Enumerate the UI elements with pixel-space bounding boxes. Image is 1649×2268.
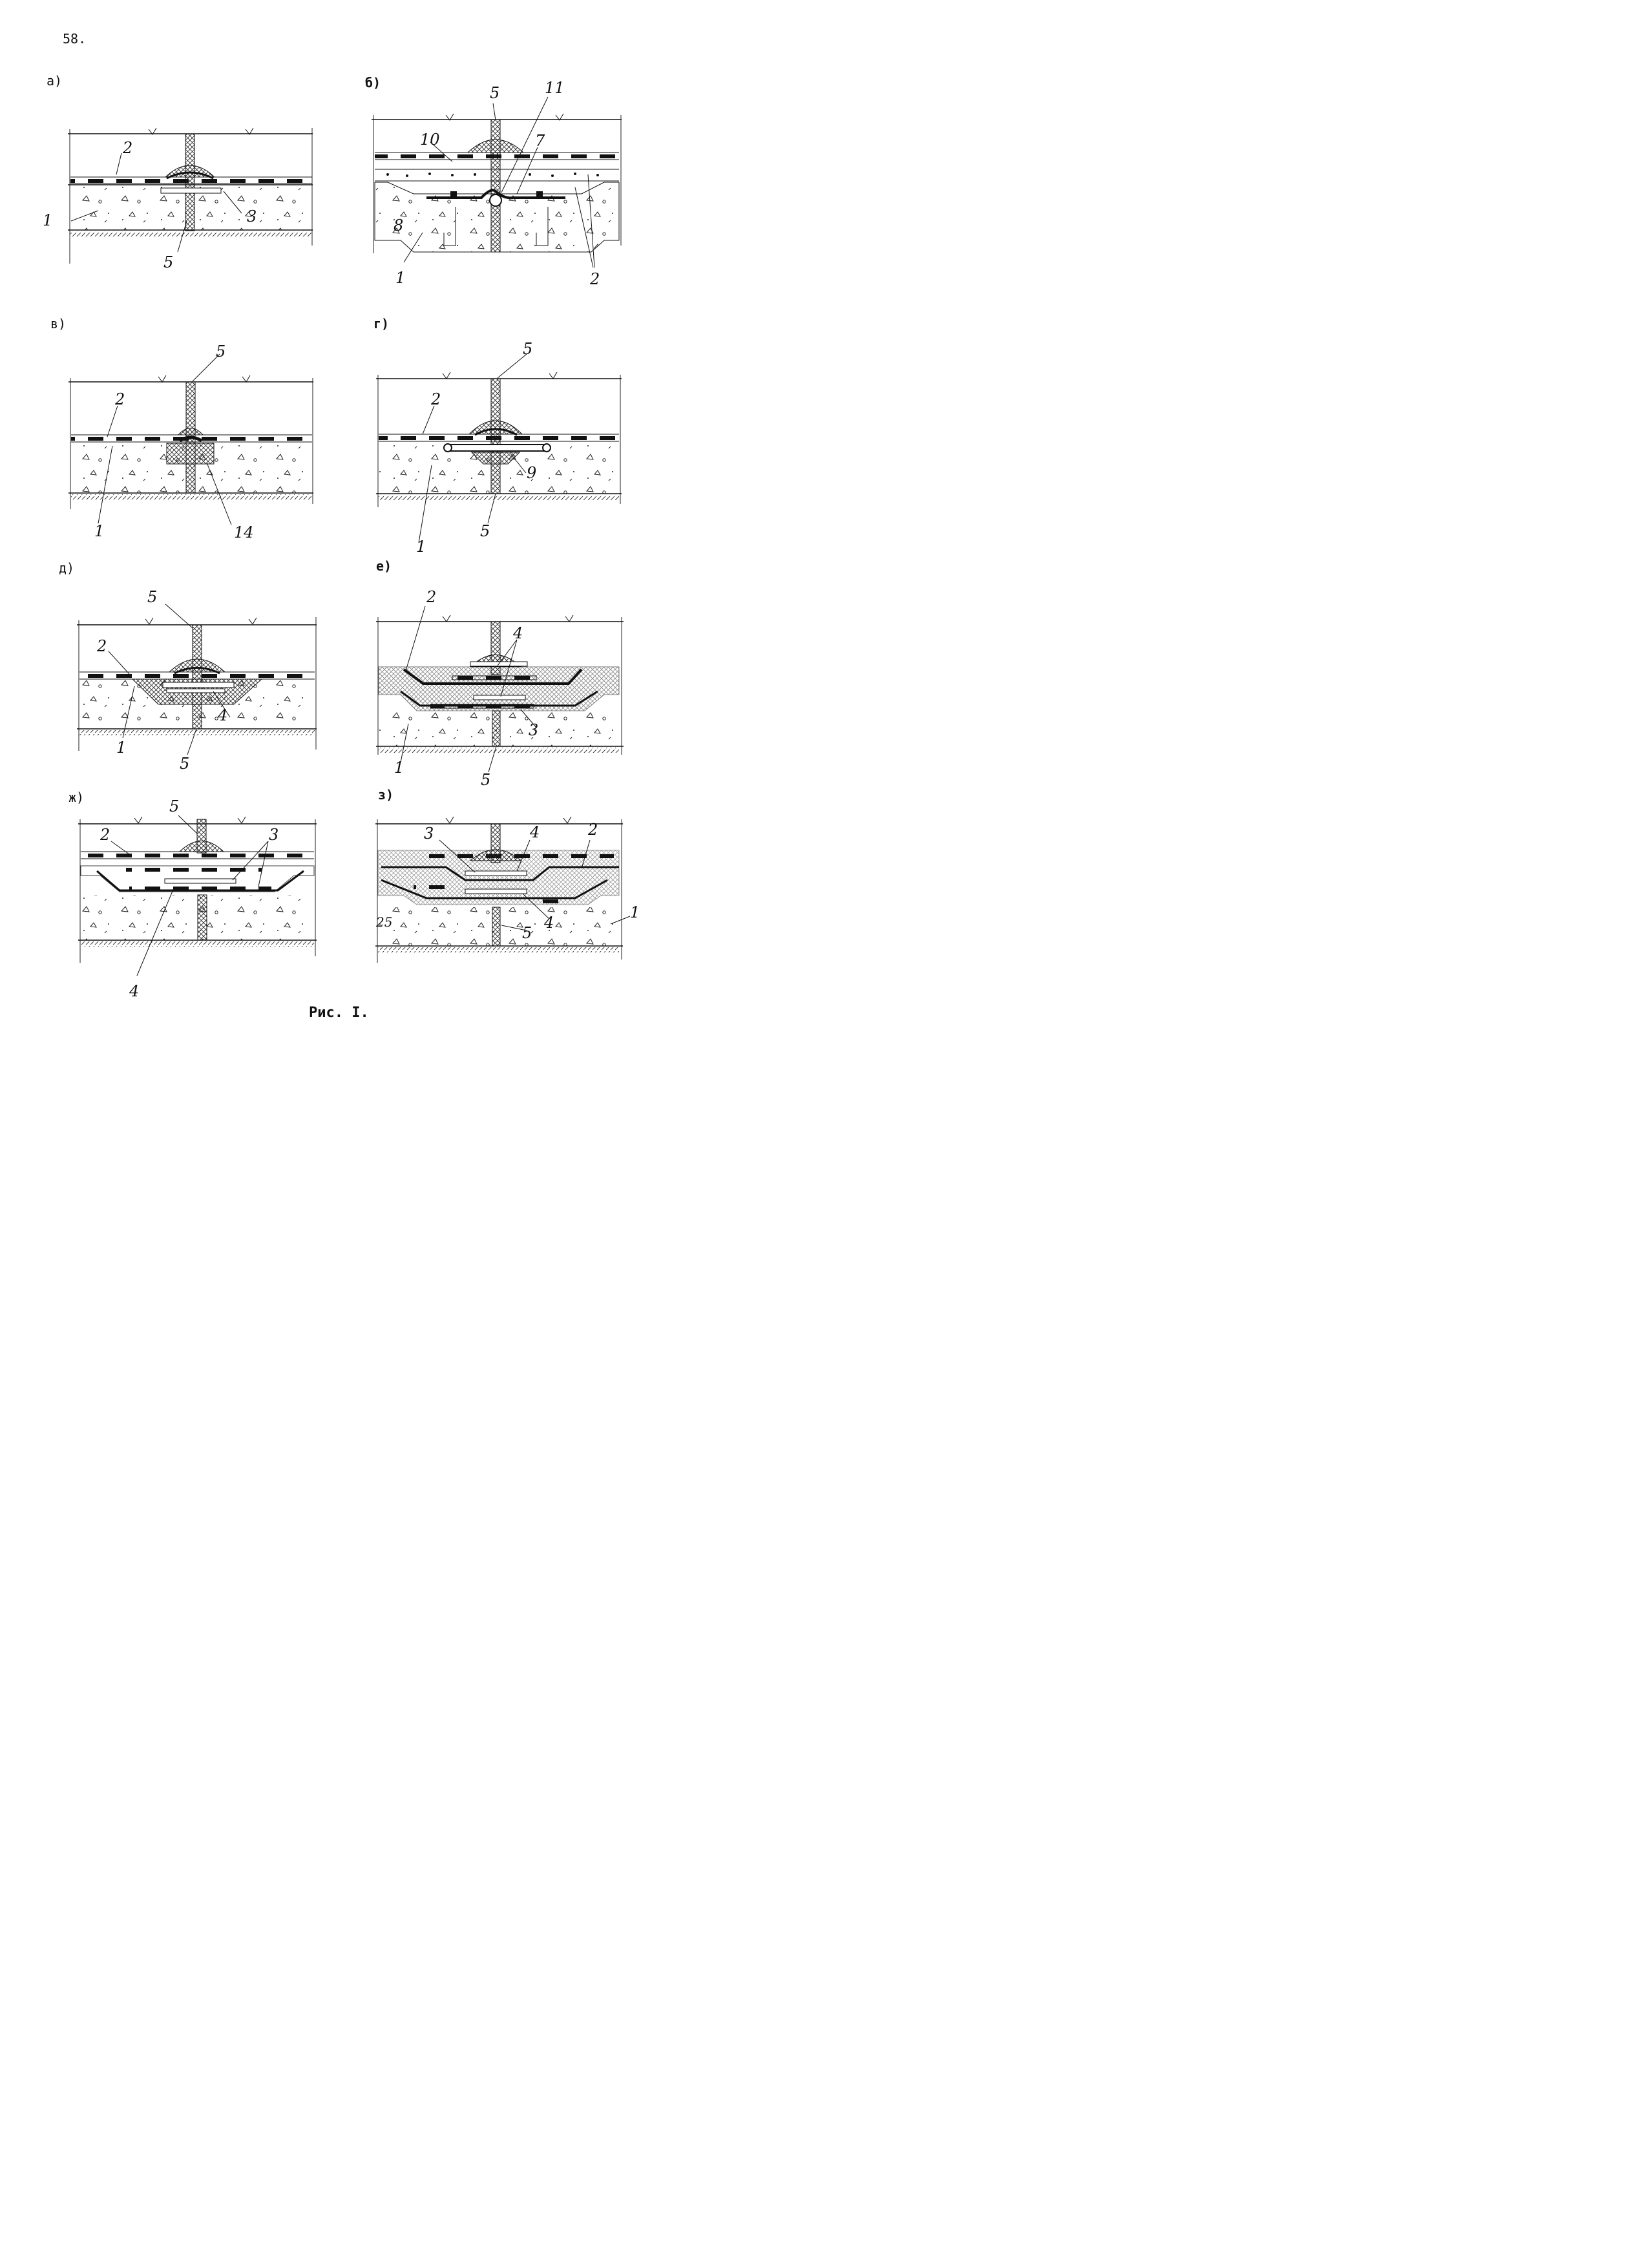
svg-text:1: 1	[116, 739, 126, 757]
svg-text:5: 5	[523, 340, 532, 358]
svg-text:11: 11	[545, 79, 565, 97]
svg-text:7: 7	[535, 132, 545, 150]
panel-v-drawing: 5 2 1 14	[68, 342, 313, 541]
svg-text:2: 2	[114, 390, 125, 408]
svg-text:3: 3	[269, 826, 278, 844]
svg-text:14: 14	[234, 523, 254, 541]
svg-text:5: 5	[169, 797, 179, 815]
svg-text:5: 5	[481, 771, 490, 789]
panel-g-drawing: 5 2 9 1 5	[376, 340, 622, 556]
panel-zh-drawing: 5 2 3 4	[78, 797, 317, 1000]
svg-text:1: 1	[394, 759, 404, 777]
svg-text:2: 2	[587, 821, 598, 839]
svg-text:3: 3	[247, 207, 257, 226]
svg-text:9: 9	[527, 464, 536, 482]
figure-caption: Рис. I.	[309, 1005, 369, 1021]
panel-label-z: з)	[378, 787, 394, 803]
svg-text:4: 4	[543, 914, 554, 932]
panel-z-drawing: 3 4 2 1 5 4 25	[375, 816, 640, 963]
panel-d-drawing: 5 2 4 1 5	[77, 588, 317, 773]
svg-text:2: 2	[100, 826, 110, 844]
svg-text:3: 3	[424, 824, 434, 843]
panel-label-b: б)	[365, 75, 381, 90]
svg-text:3: 3	[529, 721, 538, 739]
svg-text:4: 4	[217, 706, 227, 724]
panel-label-v: в)	[50, 316, 67, 331]
svg-text:5: 5	[216, 342, 226, 361]
svg-text:5: 5	[522, 924, 532, 942]
panel-a-drawing: 2 1 3 5	[43, 127, 313, 271]
svg-text:1: 1	[395, 269, 405, 287]
svg-text:2: 2	[589, 270, 600, 288]
page-number: 58.	[63, 31, 87, 47]
svg-text:25: 25	[375, 914, 392, 930]
svg-text:5: 5	[163, 253, 173, 271]
svg-text:4: 4	[512, 624, 523, 642]
panel-label-zh: ж)	[68, 790, 85, 805]
joint-details-drawing: 2 1 3 5 5	[43, 79, 640, 1000]
panel-label-a: а)	[47, 73, 63, 89]
svg-text:1: 1	[416, 538, 426, 556]
svg-text:10: 10	[420, 131, 440, 149]
panel-e-drawing: 2 4 3 1 5	[376, 588, 624, 789]
panel-label-d: д)	[59, 560, 75, 576]
panel-label-g: г)	[373, 316, 390, 331]
svg-text:2: 2	[430, 390, 441, 408]
svg-text:1: 1	[94, 522, 104, 540]
svg-text:5: 5	[480, 522, 490, 540]
svg-text:2: 2	[426, 588, 436, 606]
svg-text:1: 1	[43, 211, 52, 229]
svg-text:4: 4	[129, 982, 139, 1000]
svg-text:5: 5	[490, 84, 499, 102]
svg-text:8: 8	[394, 216, 403, 235]
svg-text:5: 5	[147, 588, 157, 606]
svg-text:5: 5	[180, 755, 189, 773]
svg-text:2: 2	[96, 637, 107, 655]
svg-text:4: 4	[529, 823, 540, 841]
svg-text:2: 2	[122, 139, 132, 157]
panel-b-drawing: 5 11 10 7 8 1 2	[372, 79, 622, 288]
svg-text:1: 1	[630, 903, 640, 921]
panel-label-e: е)	[376, 558, 392, 574]
